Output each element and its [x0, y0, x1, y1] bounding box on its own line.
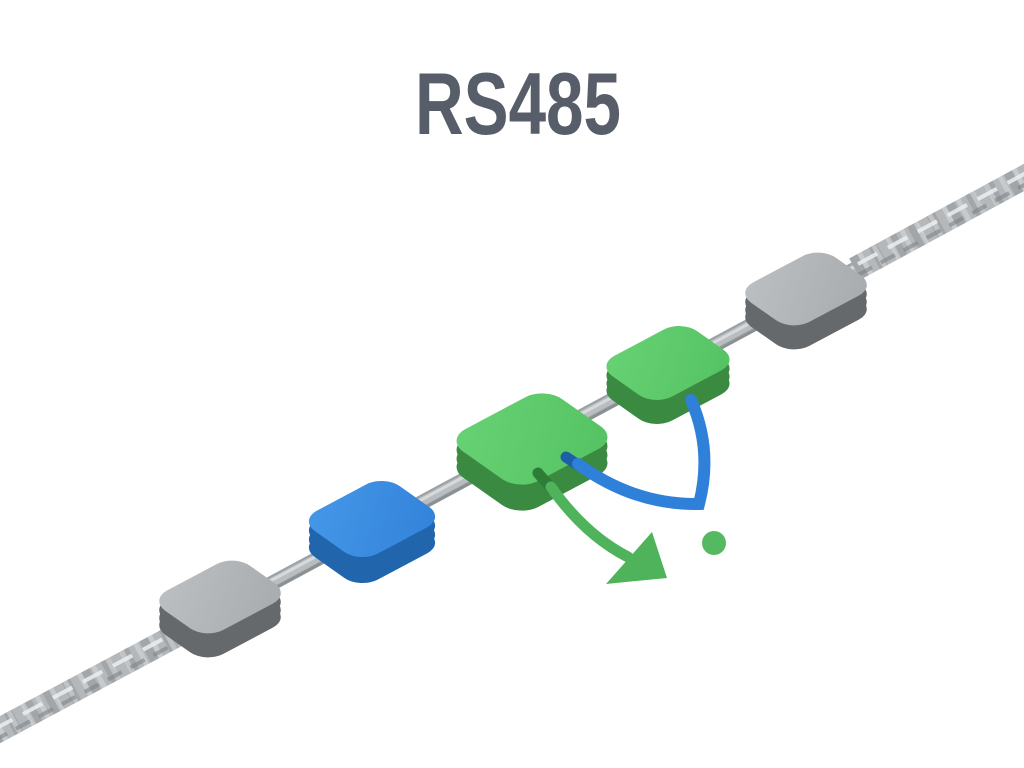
- braided-cable-left: [0, 617, 196, 744]
- blue-bounce-curve-icon: [572, 394, 711, 511]
- green-branch-arrow-icon: [545, 481, 667, 584]
- green-dot-icon: [702, 531, 726, 555]
- braided-cable-right: [849, 163, 1024, 280]
- page-title: RS485: [415, 54, 621, 153]
